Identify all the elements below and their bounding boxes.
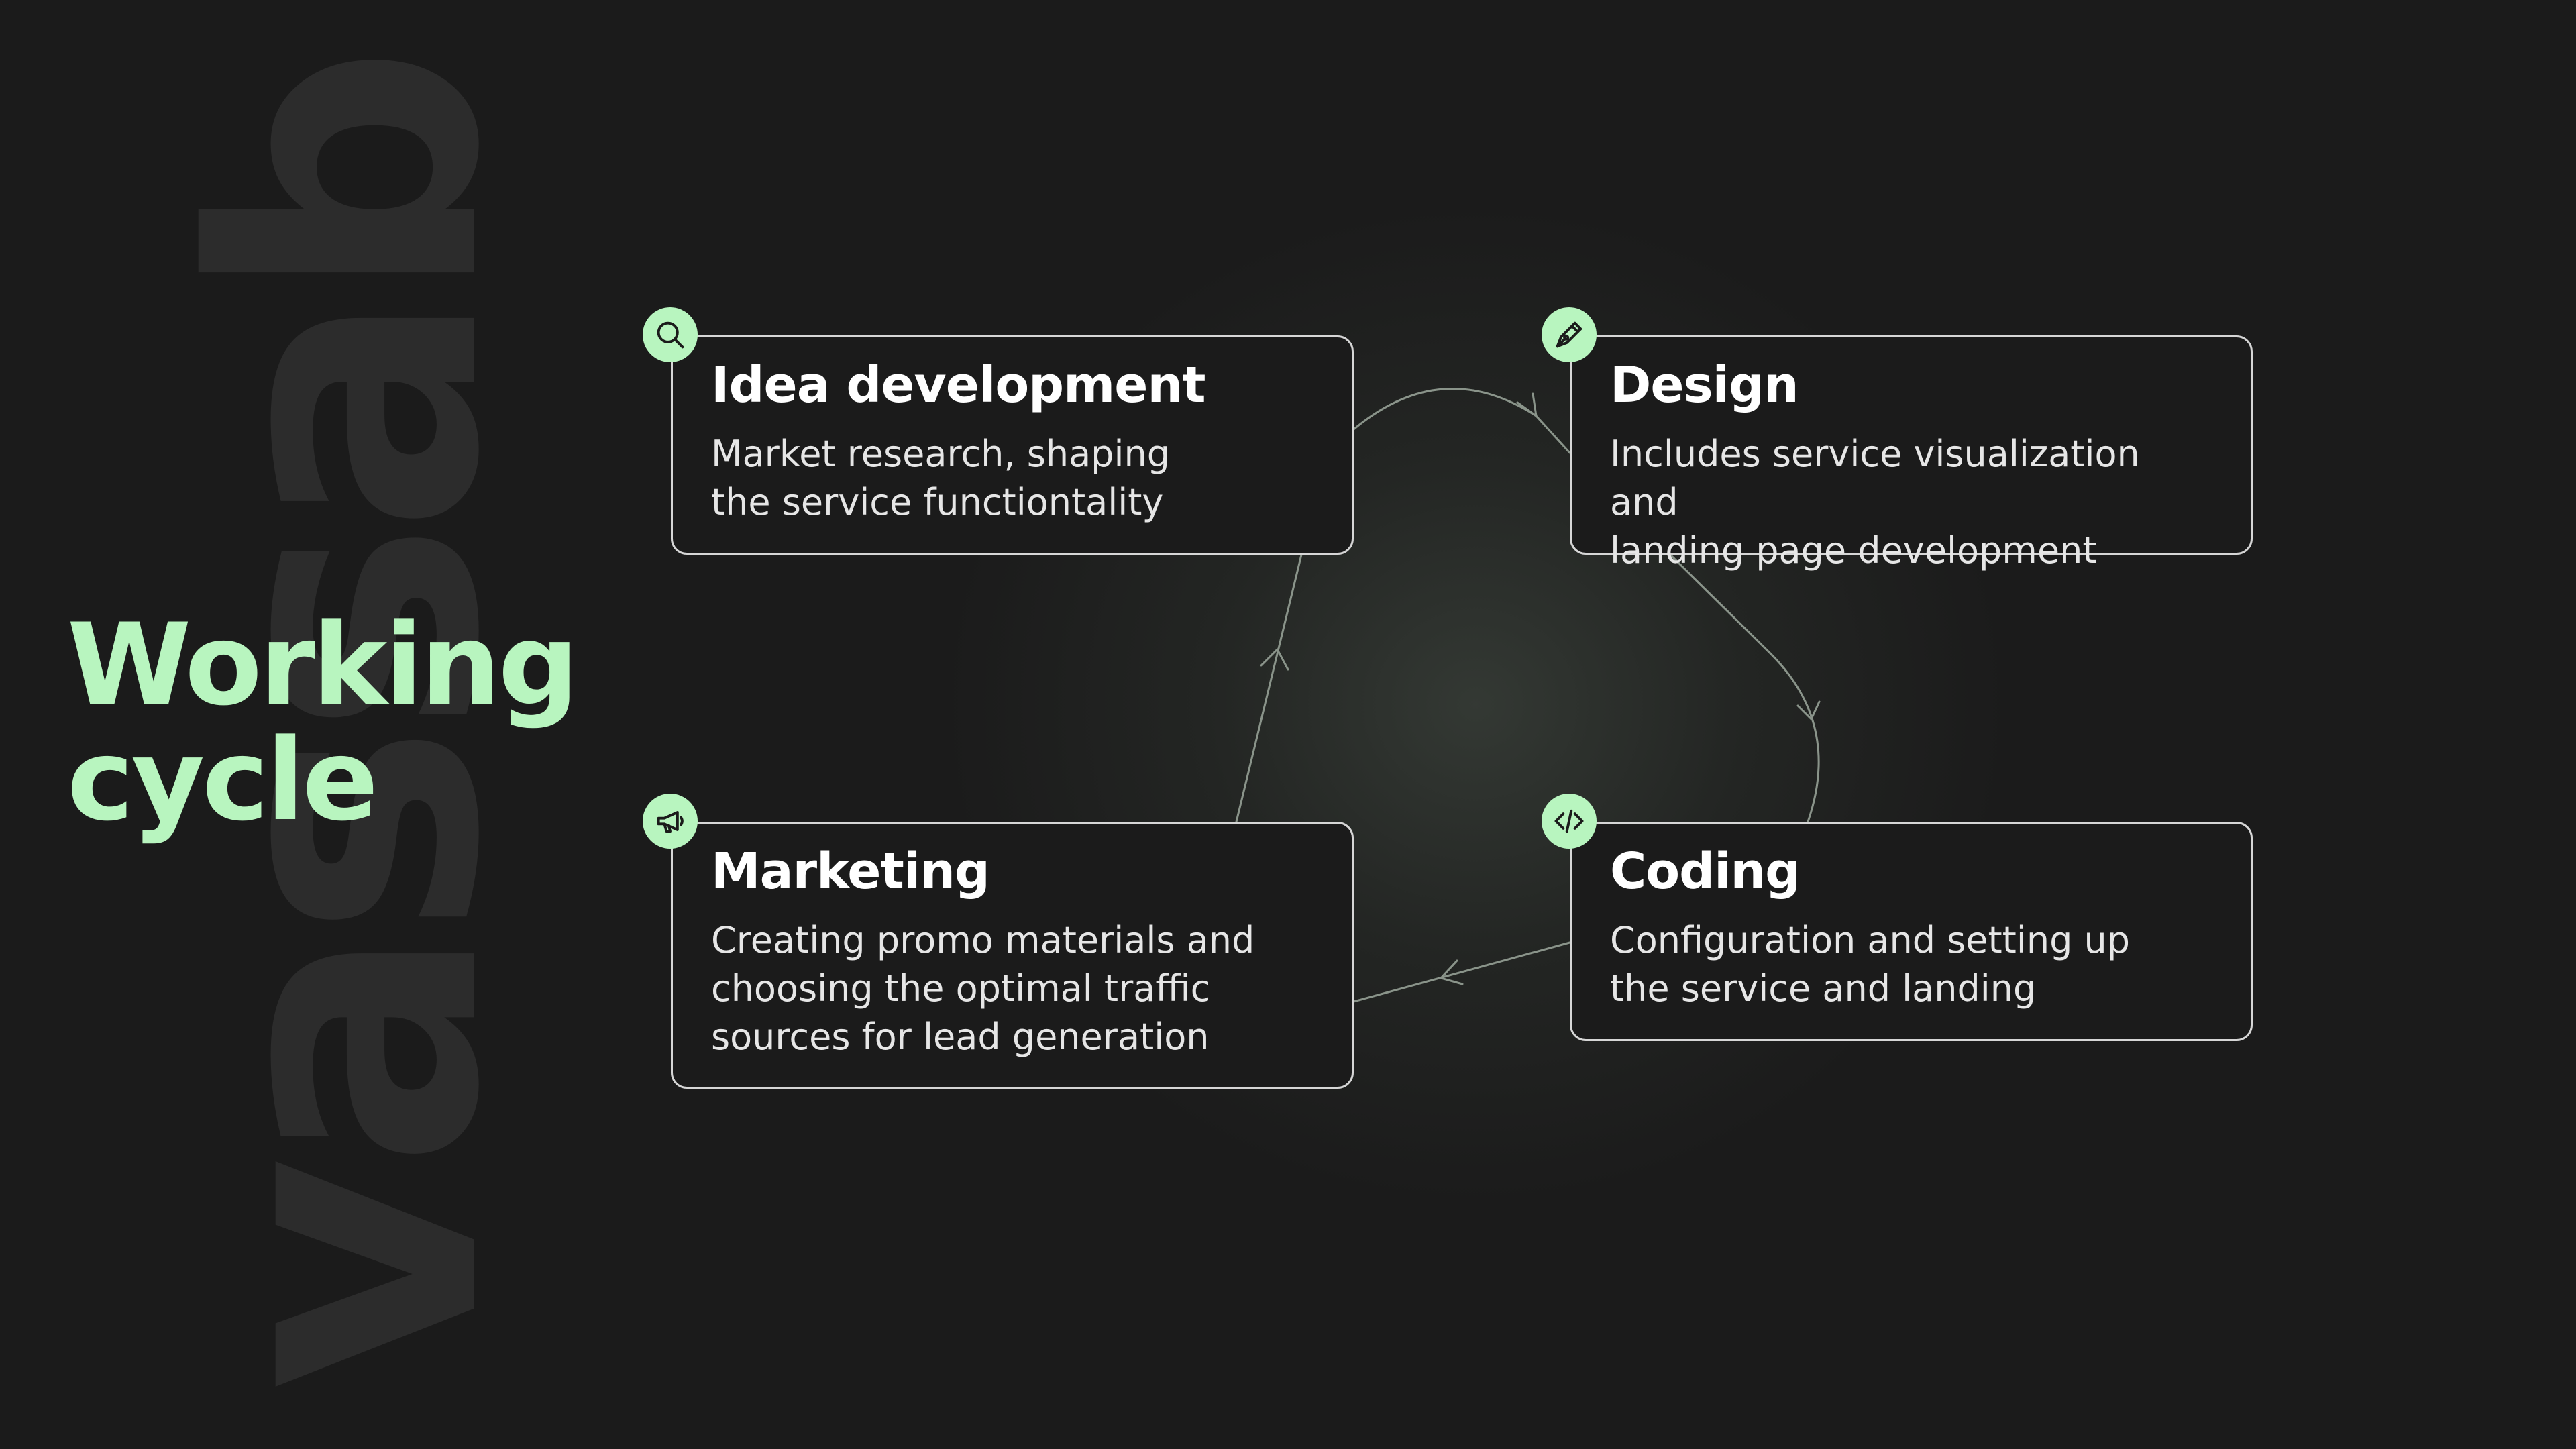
card-idea-development: Idea development Market research, shapin… — [671, 335, 1354, 555]
card-description: Configuration and setting up the service… — [1610, 919, 2131, 1010]
page-title-line-1: Working — [67, 599, 579, 731]
card-design: Design Includes service visualization an… — [1570, 335, 2253, 572]
connector-design-to-coding — [1669, 553, 1820, 823]
connector-coding-to-marketing — [1352, 941, 1571, 1003]
pen-icon — [1542, 307, 1597, 362]
connector-coding-to-marketing-arrow — [1440, 959, 1464, 985]
card-marketing: Marketing Creating promo materials and c… — [671, 822, 1354, 1089]
card-description: Includes service visualization and landi… — [1610, 433, 2140, 572]
connector-idea-to-design — [1352, 388, 1571, 454]
megaphone-icon — [643, 794, 698, 849]
page-title-line-2: cycle — [67, 714, 378, 846]
card-title: Design — [1610, 356, 1799, 414]
card-title: Coding — [1610, 843, 1801, 900]
connector-idea-to-design-arrow — [1516, 392, 1538, 417]
connector-marketing-to-idea-arrow — [1260, 648, 1289, 671]
code-icon — [1542, 794, 1597, 849]
search-icon — [643, 307, 698, 362]
card-title: Marketing — [711, 843, 990, 900]
connector-marketing-to-idea — [1235, 553, 1303, 823]
card-description: Market research, shaping the service fun… — [711, 433, 1170, 523]
card-description: Creating promo materials and choosing th… — [711, 919, 1255, 1058]
card-title: Idea development — [711, 356, 1206, 414]
connector-design-to-coding-arrow — [1796, 700, 1821, 720]
page-title: Working cycle — [67, 599, 579, 846]
card-coding: Coding Configuration and setting up the … — [1570, 822, 2253, 1041]
